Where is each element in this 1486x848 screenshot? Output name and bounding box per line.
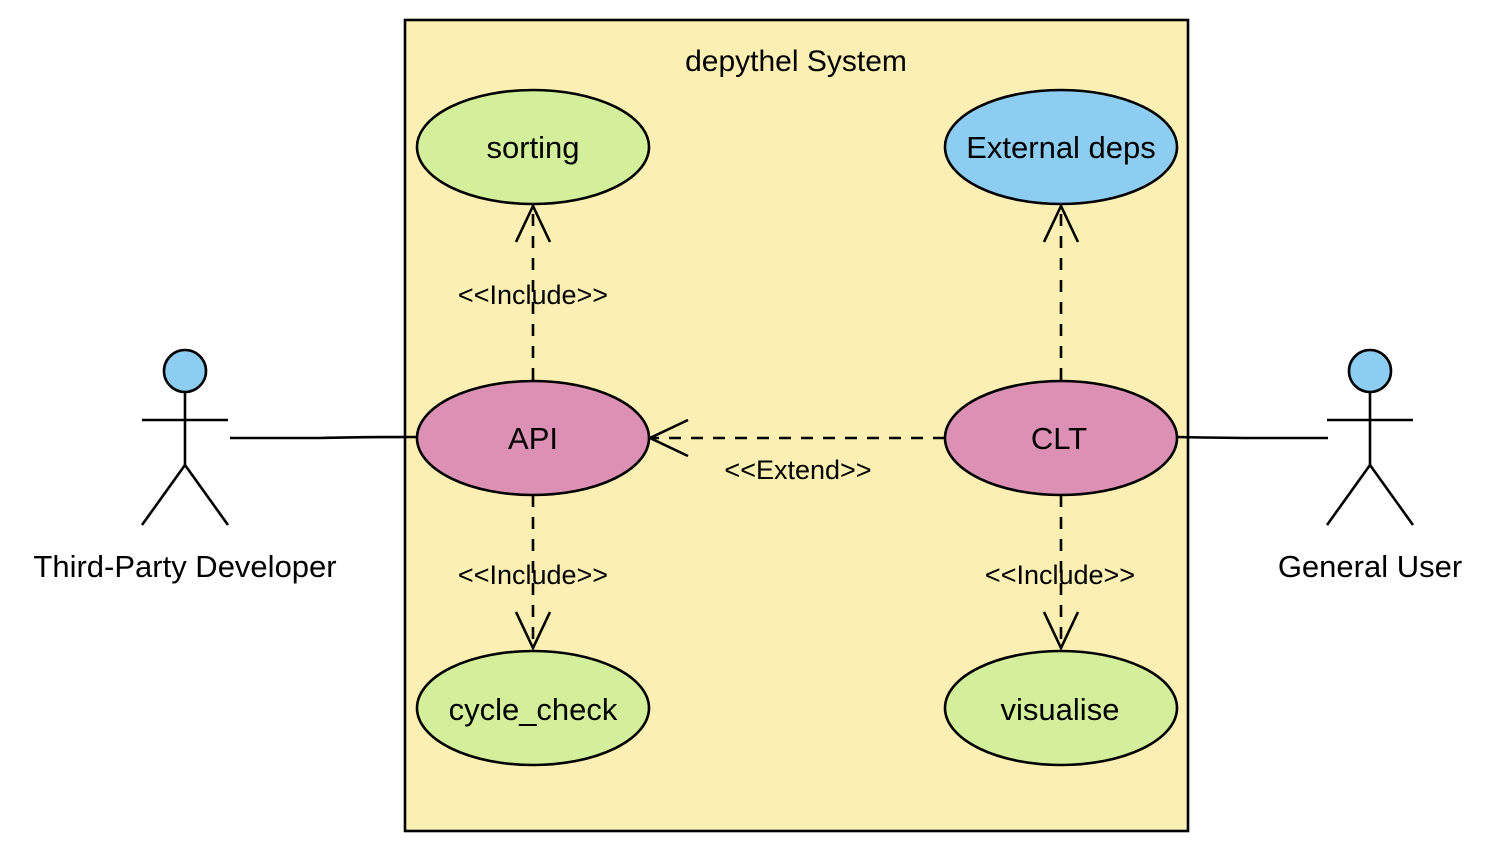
actor-left-leg: [1325, 464, 1372, 526]
relation-clt-visualise: <<Include>>: [985, 495, 1135, 652]
open-arrowhead: [1042, 202, 1080, 243]
relation-clt-api: <<Extend>>: [646, 418, 945, 485]
usecase-cycle-check: cycle_check: [415, 649, 651, 767]
usecase-ellipse: [415, 88, 651, 206]
usecase-api: API: [415, 379, 651, 497]
usecase-label: sorting: [486, 130, 579, 165]
relation-api-cycle-check: <<Include>>: [458, 495, 608, 652]
usecase-ellipse: [415, 649, 651, 767]
usecase-label: API: [508, 421, 558, 456]
open-arrowhead: [1042, 611, 1080, 652]
actor-label: Third-Party Developer: [33, 549, 336, 584]
usecase-external-deps: External deps: [943, 88, 1179, 206]
relation-label: <<Include>>: [985, 560, 1135, 590]
usecase-ellipse: [415, 379, 651, 497]
usecase-label: External deps: [966, 130, 1156, 165]
actor-right-leg: [183, 464, 230, 526]
relation-label: <<Include>>: [458, 560, 608, 590]
usecase-ellipse: [943, 649, 1179, 767]
usecase-clt: CLT: [943, 379, 1179, 497]
actor-head: [162, 348, 208, 394]
usecase-ellipse: [943, 379, 1179, 497]
relation-label: <<Extend>>: [724, 455, 871, 485]
actor-left-leg: [140, 464, 187, 526]
relation-api-sorting: <<Include>>: [458, 202, 608, 380]
actor-third-party-developer: Third-Party Developer: [33, 348, 337, 584]
actor-label: General User: [1278, 549, 1462, 584]
association-user-clt: [1176, 435, 1328, 440]
actor-right-leg: [1368, 464, 1415, 526]
relation-label: <<Include>>: [458, 280, 608, 310]
usecase-ellipse: [943, 88, 1179, 206]
actor-head: [1347, 348, 1393, 394]
open-arrowhead: [514, 202, 552, 243]
relation-clt-external-deps: [1042, 202, 1080, 380]
usecase-label: visualise: [1001, 692, 1120, 727]
usecase-label: cycle_check: [449, 692, 618, 727]
system-title: depythel System: [685, 45, 907, 78]
actor-general-user: General User: [1278, 348, 1462, 584]
usecase-label: CLT: [1031, 421, 1087, 456]
open-arrowhead: [514, 611, 552, 652]
association-developer-api: [230, 435, 418, 440]
usecase-visualise: visualise: [943, 649, 1179, 767]
usecase-sorting: sorting: [415, 88, 651, 206]
